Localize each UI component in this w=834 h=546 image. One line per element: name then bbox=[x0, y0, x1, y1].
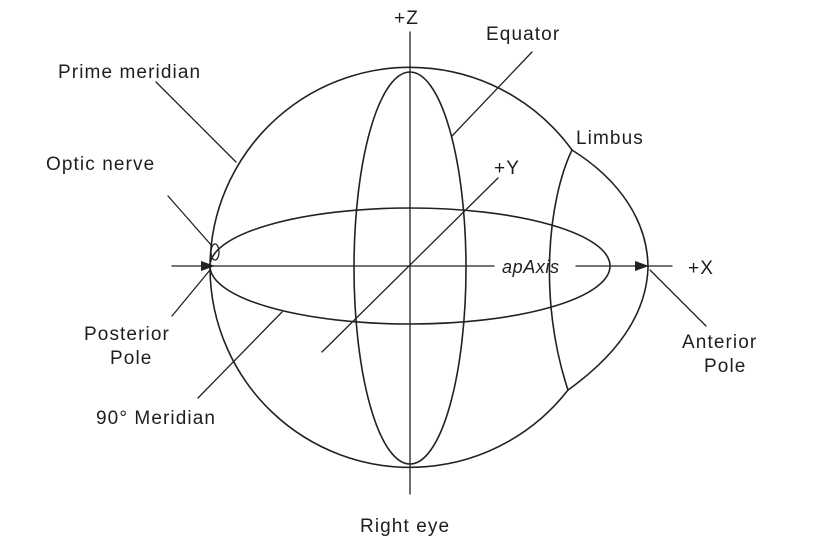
plus-x-label: +X bbox=[688, 258, 714, 279]
equator-label: Equator bbox=[486, 24, 560, 45]
optic-nerve-leader bbox=[167, 195, 213, 247]
ninety-meridian-leader bbox=[197, 311, 283, 399]
prime-meridian-leader bbox=[155, 81, 237, 163]
anterior-pole-label-line1: Anterior bbox=[682, 332, 757, 353]
posterior-pole-leader bbox=[171, 269, 211, 317]
prime-meridian-label: Prime meridian bbox=[58, 62, 201, 83]
optic-nerve-mark bbox=[210, 243, 220, 261]
y-axis bbox=[321, 177, 499, 353]
caption-label: Right eye bbox=[360, 516, 450, 537]
limbus-label: Limbus bbox=[576, 128, 644, 149]
posterior-pole-label-line1: Posterior bbox=[84, 324, 170, 345]
anterior-pole-label-line2: Pole bbox=[704, 356, 746, 377]
plus-z-label: +Z bbox=[394, 8, 419, 29]
anterior-pole-leader bbox=[649, 269, 707, 327]
globe-outline bbox=[209, 66, 649, 469]
limbus-arc bbox=[548, 149, 573, 391]
ninety-meridian-label: 90° Meridian bbox=[96, 408, 216, 429]
equator-leader bbox=[451, 51, 533, 137]
ap-axis-label: apAxis bbox=[502, 257, 560, 277]
optic-nerve-label: Optic nerve bbox=[46, 154, 155, 175]
plus-y-label: +Y bbox=[494, 158, 520, 179]
posterior-pole-label-line2: Pole bbox=[110, 348, 152, 369]
